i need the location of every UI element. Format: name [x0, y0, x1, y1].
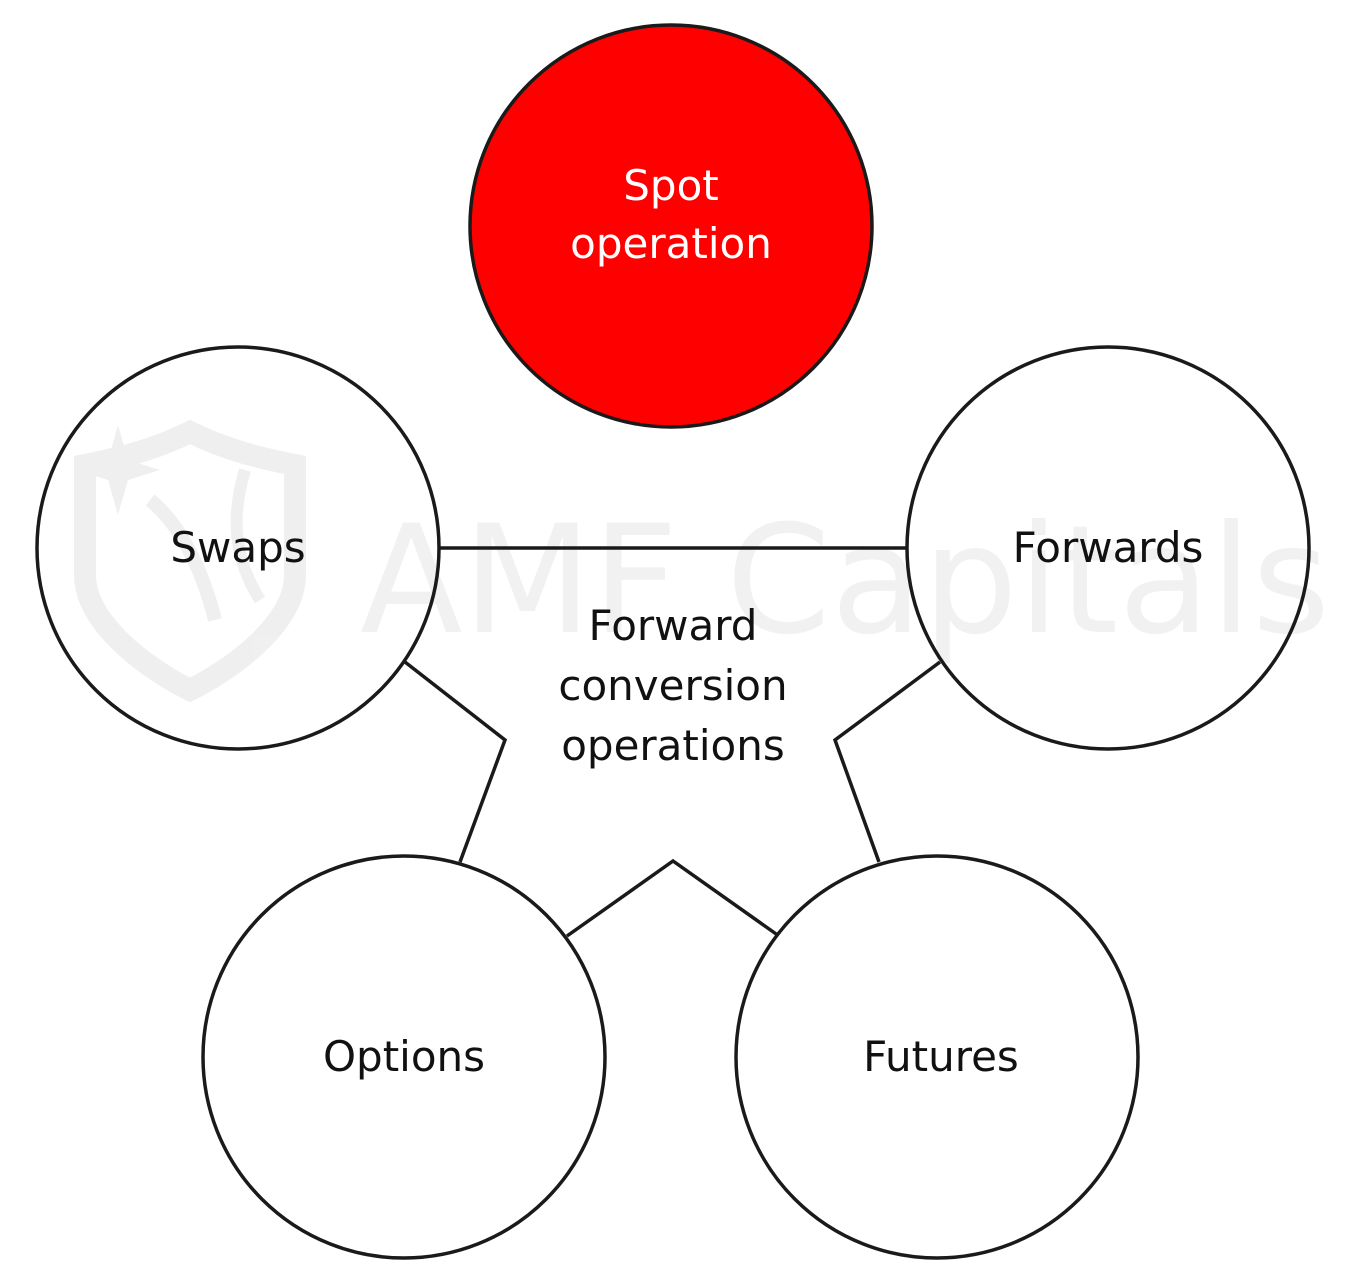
- node-options-label: Options: [323, 1032, 485, 1081]
- connector-futures-forwards: [832, 660, 942, 863]
- node-futures: Futures: [734, 854, 1140, 1260]
- node-swaps-circle: [35, 345, 441, 751]
- node-options: Options: [201, 854, 607, 1260]
- node-spot-circle: [468, 23, 874, 429]
- center-label-line-3: operations: [561, 721, 785, 770]
- center-label-line-2: conversion: [558, 661, 787, 710]
- center-label: Forward conversion operations: [558, 601, 787, 770]
- node-spot-label-line-1: Spot: [623, 161, 718, 210]
- node-forwards: Forwards: [905, 345, 1311, 751]
- node-forwards-circle: [905, 345, 1311, 751]
- node-options-circle: [201, 854, 607, 1260]
- watermark-shield-icon: [74, 419, 306, 703]
- center-label-line-1: Forward: [589, 601, 758, 650]
- watermark-text: AMF Capitals: [360, 494, 1330, 668]
- connectors: [403, 546, 942, 938]
- node-spot-operation: Spot operation: [468, 23, 874, 429]
- connector-swaps-options: [403, 660, 508, 863]
- node-spot-label-line-2: operation: [570, 219, 772, 268]
- node-futures-circle: [734, 854, 1140, 1260]
- node-swaps: Swaps: [35, 345, 441, 751]
- watermark: AMF Capitals: [74, 419, 1330, 703]
- node-futures-label: Futures: [863, 1032, 1019, 1081]
- connector-options-futures: [565, 858, 781, 938]
- node-forwards-label: Forwards: [1013, 523, 1204, 572]
- node-swaps-label: Swaps: [170, 523, 305, 572]
